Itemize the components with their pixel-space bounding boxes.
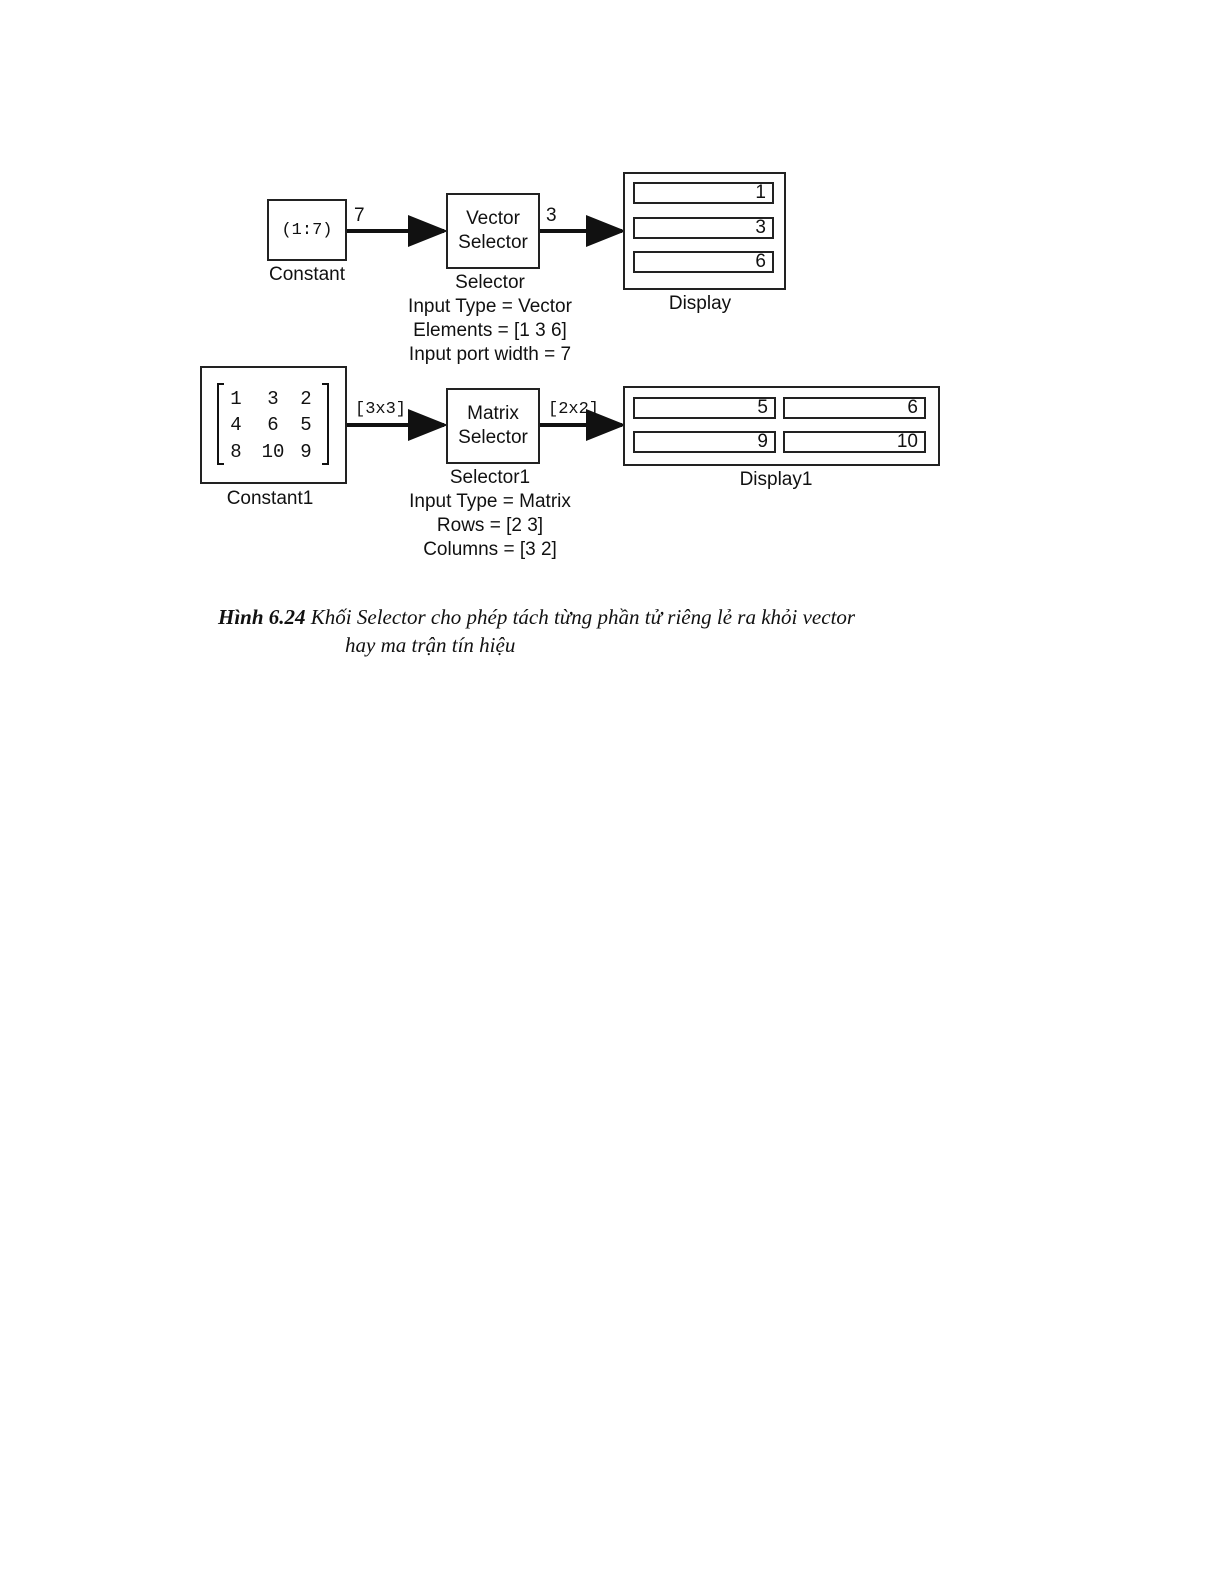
matrix-brackets bbox=[217, 383, 329, 465]
matrix-cell: 1 bbox=[230, 388, 242, 410]
display-label: Display bbox=[668, 293, 732, 314]
constant-label: Constant bbox=[268, 264, 346, 285]
figure-caption: Hình 6.24 Khối Selector cho phép tách từ… bbox=[218, 603, 856, 657]
display-value-3: 6 bbox=[633, 251, 774, 273]
matrix-cell: 3 bbox=[267, 388, 279, 410]
matrix-cell: 2 bbox=[300, 388, 312, 410]
display-value-2: 3 bbox=[633, 217, 774, 239]
matrix-cell: 8 bbox=[230, 441, 242, 463]
vector-selector-line1: Vector bbox=[466, 208, 520, 229]
constant1-block[interactable]: 1 3 2 4 6 5 8 10 9 bbox=[200, 366, 347, 484]
caption-number: Hình 6.24 bbox=[218, 605, 306, 629]
selector-param-port-width: Input port width = 7 bbox=[408, 344, 572, 365]
wire1-label: 7 bbox=[354, 205, 365, 226]
display1-value-r1c1: 5 bbox=[633, 397, 776, 419]
display-block[interactable]: 1 3 6 bbox=[623, 172, 786, 290]
matrix-selector-block[interactable]: Matrix Selector bbox=[446, 388, 540, 464]
selector1-param-columns: Columns = [3 2] bbox=[423, 539, 557, 560]
selector-param-elements: Elements = [1 3 6] bbox=[413, 320, 567, 341]
matrix-cell: 10 bbox=[261, 441, 285, 463]
display1-value-r1c2: 6 bbox=[783, 397, 926, 419]
display1-block[interactable]: 5 6 9 10 bbox=[623, 386, 940, 466]
caption-text-line1: Khối Selector cho phép tách từng phần tử… bbox=[310, 605, 856, 629]
matrix-selector-line1: Matrix bbox=[467, 403, 519, 424]
wire3-label: [3x3] bbox=[355, 400, 407, 419]
vector-selector-block[interactable]: Vector Selector bbox=[446, 193, 540, 269]
selector1-param-input-type: Input Type = Matrix bbox=[409, 491, 571, 512]
matrix-selector-line2: Selector bbox=[458, 427, 528, 448]
display1-value-r2c1: 9 bbox=[633, 431, 776, 453]
selector-param-input-type: Input Type = Vector bbox=[408, 296, 572, 317]
matrix-cell: 6 bbox=[267, 414, 279, 436]
signal-wires bbox=[346, 215, 626, 441]
display1-value-r2c2: 10 bbox=[783, 431, 926, 453]
wire4-label: [2x2] bbox=[548, 400, 600, 419]
display-value-1: 1 bbox=[633, 182, 774, 204]
constant1-label: Constant1 bbox=[226, 488, 314, 509]
matrix-cell: 4 bbox=[230, 414, 242, 436]
constant-value: (1:7) bbox=[281, 221, 333, 240]
matrix-cell: 5 bbox=[300, 414, 312, 436]
display1-label: Display1 bbox=[739, 469, 813, 490]
wire2-label: 3 bbox=[546, 205, 557, 226]
vector-selector-line2: Selector bbox=[458, 232, 528, 253]
constant-block[interactable]: (1:7) bbox=[267, 199, 347, 261]
selector-label: Selector bbox=[455, 272, 525, 293]
selector1-param-rows: Rows = [2 3] bbox=[436, 515, 544, 536]
caption-text-line2: hay ma trận tín hiệu bbox=[345, 633, 516, 657]
selector1-label: Selector1 bbox=[449, 467, 531, 488]
matrix-cell: 9 bbox=[300, 441, 312, 463]
